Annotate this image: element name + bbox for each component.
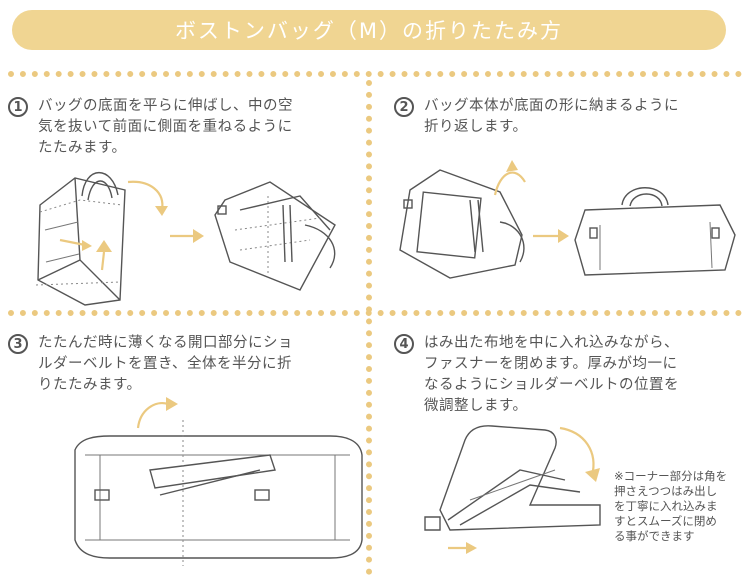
page-title: ボストンバッグ（M）の折りたたみ方 bbox=[174, 19, 564, 43]
divider-vertical bbox=[366, 80, 372, 575]
right-arrow-step1 bbox=[170, 229, 204, 243]
step-3-text: たたんだ時に薄くなる開口部分にショ ルダーベルトを置き、全体を半分に折 りたたみ… bbox=[38, 335, 293, 393]
step-2-number: 2 bbox=[394, 97, 414, 117]
step-3: 3 たたんだ時に薄くなる開口部分にショ ルダーベルトを置き、全体を半分に折 りた… bbox=[8, 333, 293, 396]
title-banner: ボストンバッグ（M）の折りたたみ方 bbox=[12, 10, 726, 50]
right-arrow-step2 bbox=[533, 229, 569, 243]
divider-middle bbox=[8, 310, 742, 316]
divider-top bbox=[8, 71, 742, 77]
bag-shape-illustration bbox=[574, 187, 736, 276]
step-1-number: 1 bbox=[8, 97, 28, 117]
step-2-text: バッグ本体が底面の形に納まるように 折り返します。 bbox=[424, 98, 679, 135]
corner-note: ※コーナー部分は角を 押さえつつはみ出し を丁寧に入れ込みま すとスムーズに閉め… bbox=[614, 469, 728, 543]
step-2: 2 バッグ本体が底面の形に納まるように 折り返します。 bbox=[394, 96, 679, 138]
step-1-text: バッグの底面を平らに伸ばし、中の空 気を抜いて前面に側面を重ねるように たたみま… bbox=[38, 98, 293, 156]
bag-fold-back-illustration bbox=[399, 160, 526, 279]
step-3-number: 3 bbox=[8, 334, 28, 354]
step-1: 1 バッグの底面を平らに伸ばし、中の空 気を抜いて前面に側面を重ねるように たた… bbox=[8, 96, 293, 159]
bag-half-fold-illustration bbox=[74, 397, 363, 566]
bag-zip-closing-illustration bbox=[424, 425, 601, 554]
bag-folded-side-illustration bbox=[214, 181, 336, 291]
step-4-text: はみ出た布地を中に入れ込みながら、 ファスナーを閉めます。厚みが均一に なるよう… bbox=[424, 335, 679, 414]
bag-open-illustration bbox=[35, 171, 168, 306]
step-4: 4 はみ出た布地を中に入れ込みながら、 ファスナーを閉めます。厚みが均一に なる… bbox=[394, 333, 679, 417]
step-4-number: 4 bbox=[394, 334, 414, 354]
